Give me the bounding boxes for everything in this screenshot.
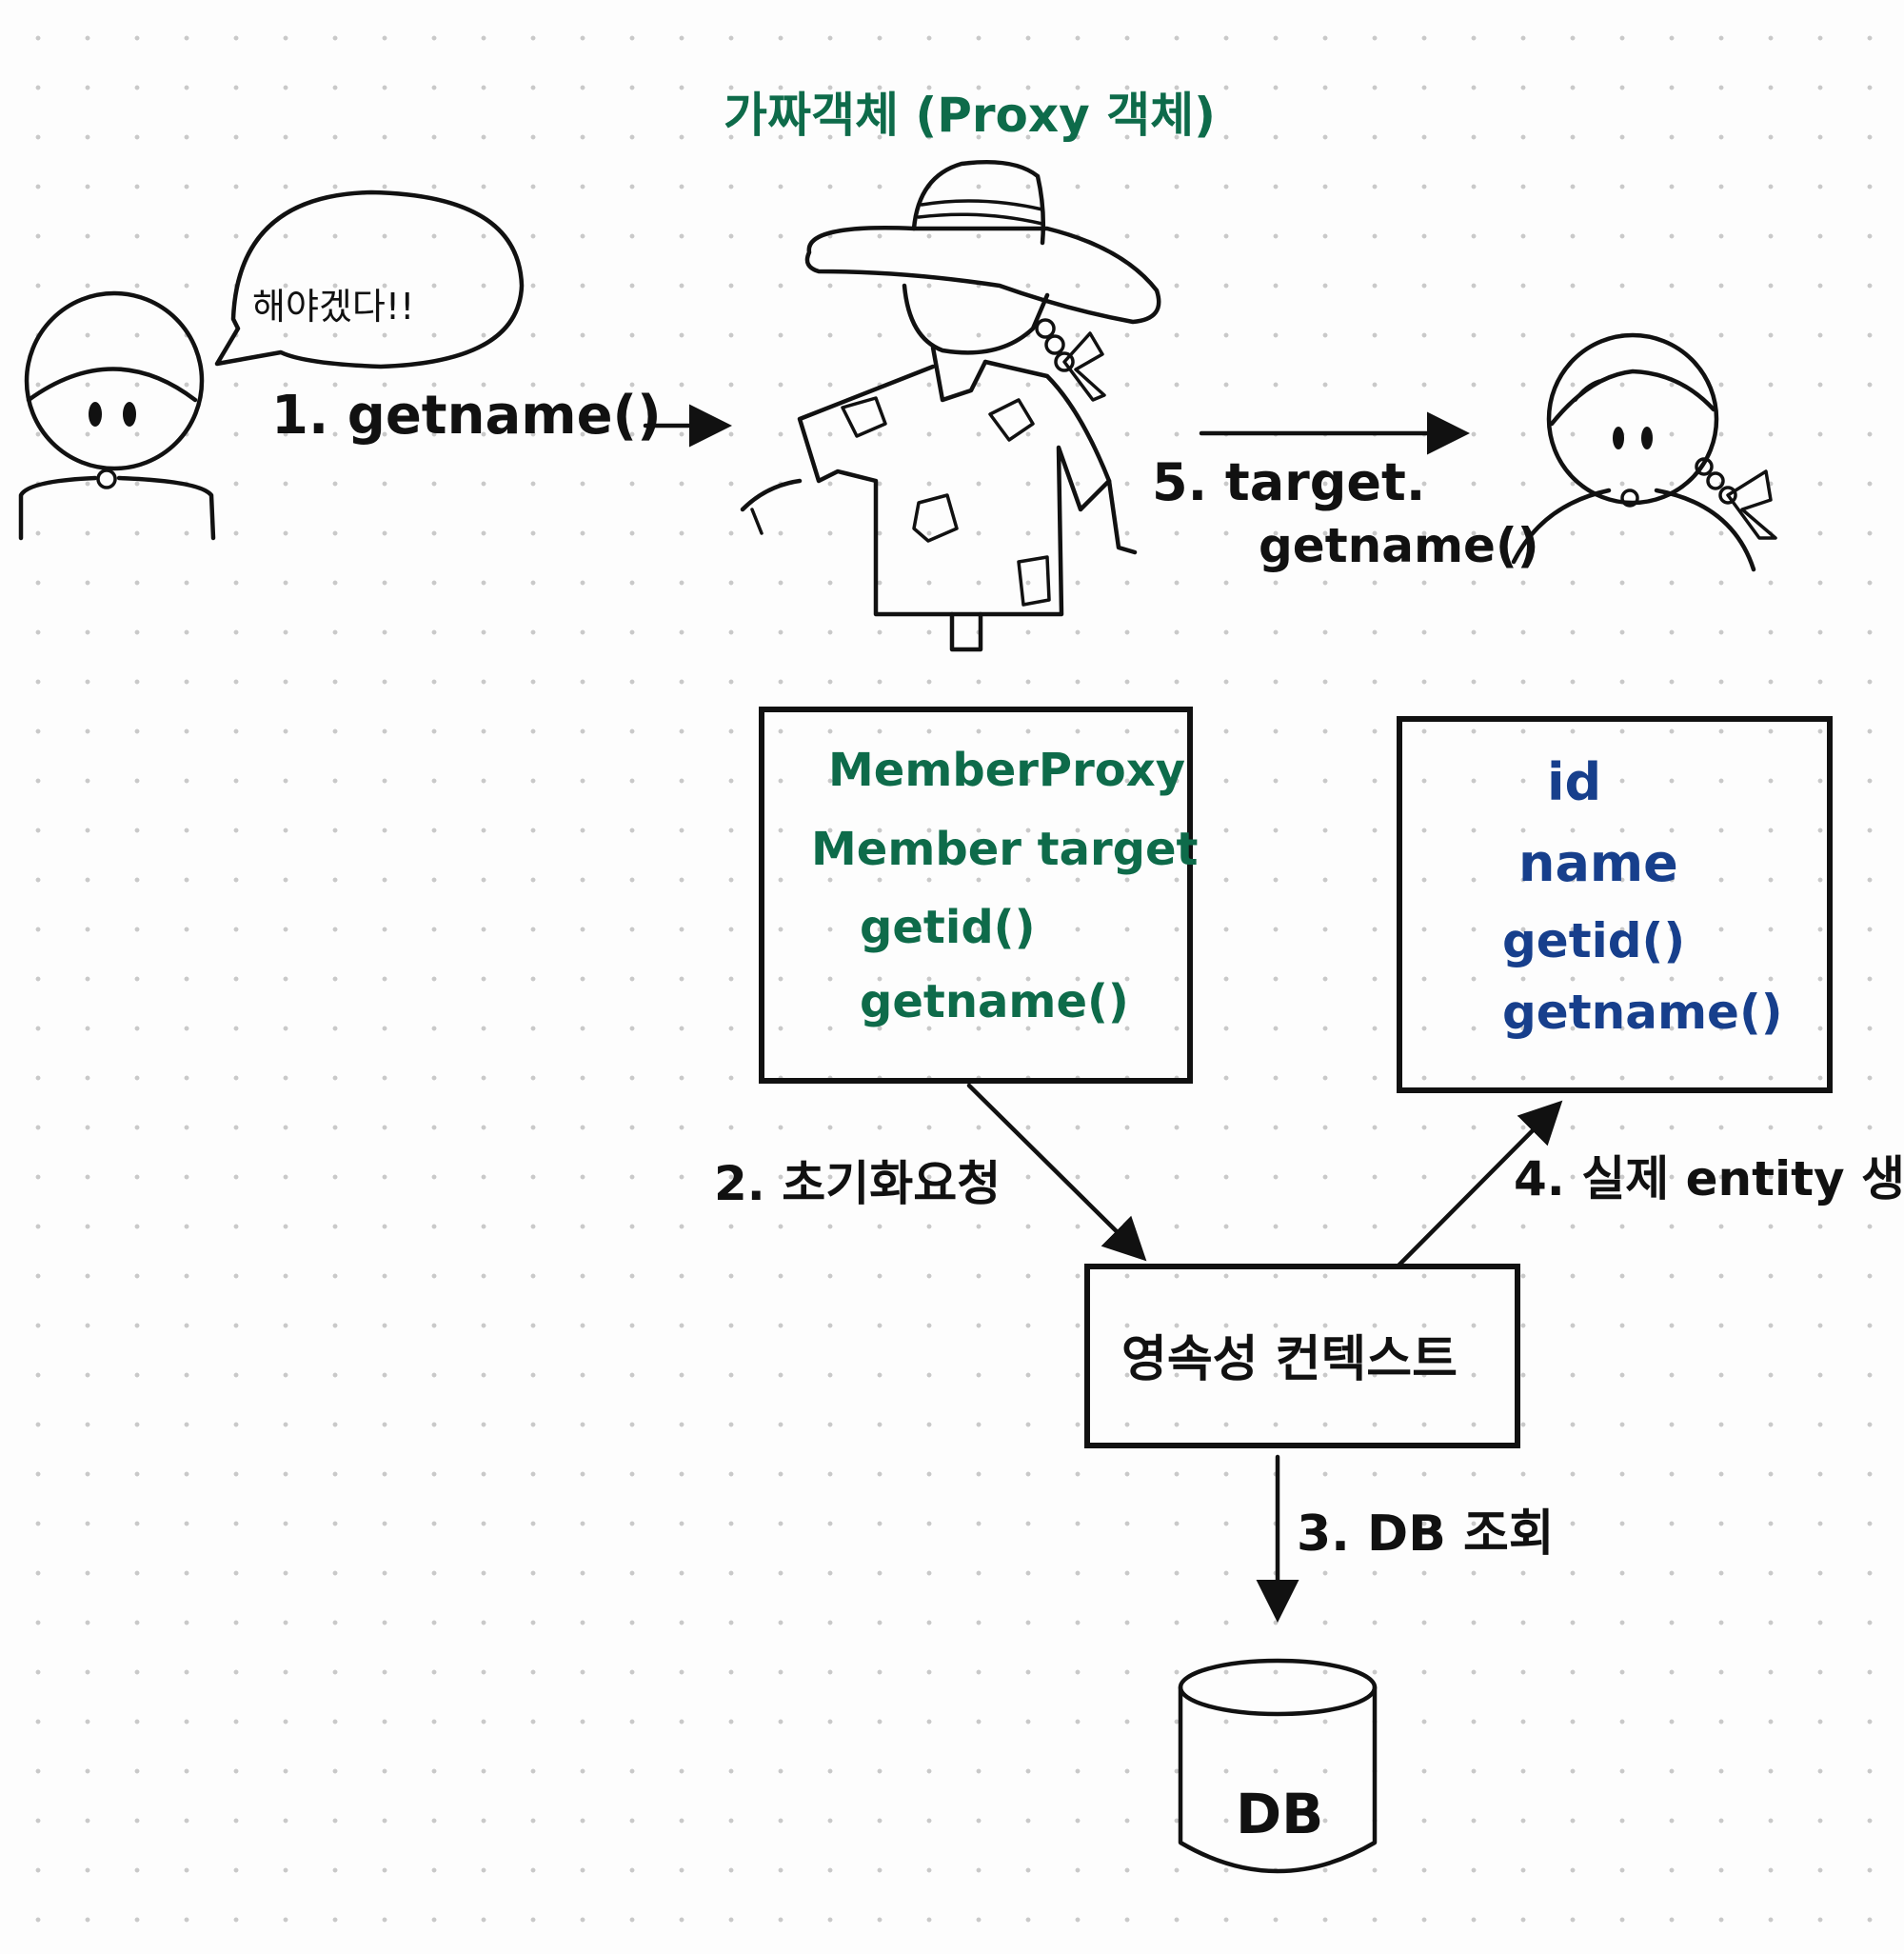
entity-box-line-3: getname() <box>1502 985 1783 1040</box>
entity-box-line-2: getid() <box>1502 913 1685 968</box>
step2-arrow <box>966 1083 1147 1262</box>
speech-bubble-text: 해야겠다!! <box>252 286 414 328</box>
step4-label: 4. 실제 entity 생성 <box>1514 1151 1904 1206</box>
step4-arrow <box>1395 1100 1563 1269</box>
real-entity-person-icon <box>1511 332 1777 572</box>
proxy-box-line-2: getid() <box>860 901 1036 954</box>
proxy-box-line-3: getname() <box>860 975 1129 1028</box>
step5-label-line1: 5. target. <box>1152 452 1425 512</box>
db-label: DB <box>1236 1782 1323 1846</box>
speech-bubble: 해야겠다!! <box>214 189 525 369</box>
entity-box <box>1397 716 1833 1093</box>
step2-label: 2. 초기화요청 <box>714 1156 1001 1211</box>
database-icon: DB <box>1178 1658 1378 1874</box>
step3-label: 3. DB 조회 <box>1297 1505 1555 1563</box>
client-person-icon <box>18 290 216 541</box>
step5-label-line2: getname() <box>1259 518 1539 573</box>
scarecrow-proxy-icon <box>740 159 1161 652</box>
proxy-box <box>759 707 1193 1084</box>
proxy-title: 가짜객체 (Proxy 객체) <box>724 88 1216 143</box>
entity-box-line-0: id <box>1547 752 1601 812</box>
entity-box-line-1: name <box>1518 833 1678 893</box>
proxy-box-line-0: MemberProxy <box>828 744 1185 797</box>
proxy-box-line-1: Member target <box>811 823 1199 876</box>
step1-label: 1. getname() <box>271 385 662 447</box>
persistence-context-label: 영속성 컨텍스트 <box>1121 1331 1458 1388</box>
persistence-context-box <box>1084 1264 1520 1448</box>
